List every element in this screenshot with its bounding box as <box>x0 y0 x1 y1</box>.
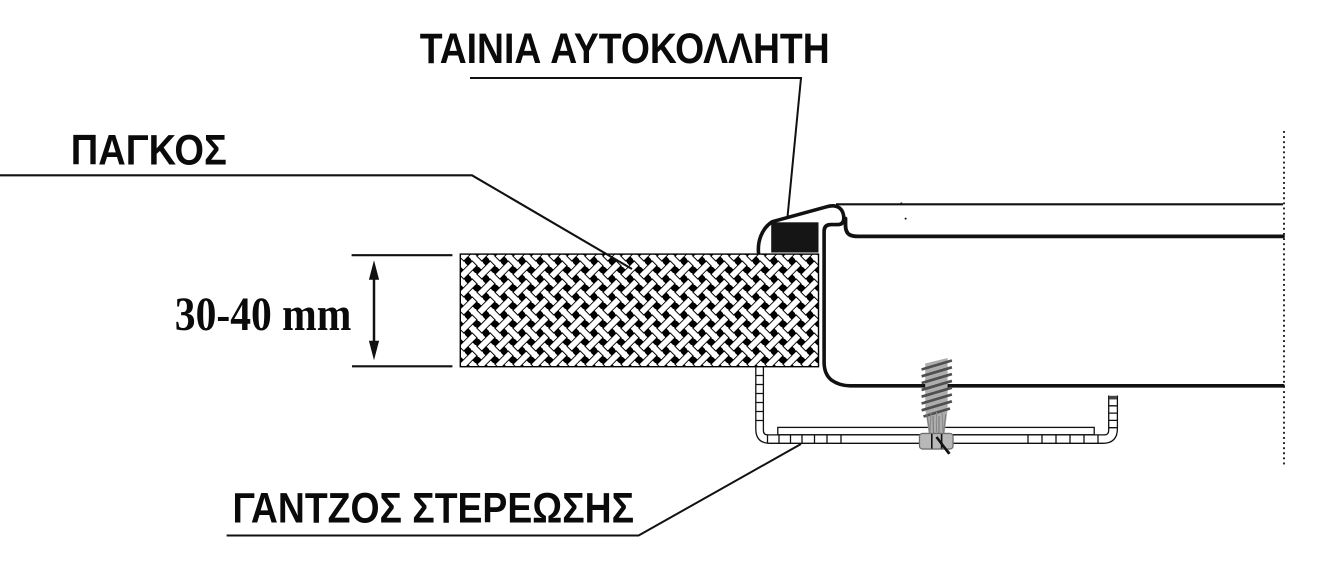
svg-text:ΓΑΝΤΖΟΣ ΣΤΕΡΕΩΣΗΣ: ΓΑΝΤΖΟΣ ΣΤΕΡΕΩΣΗΣ <box>233 484 635 532</box>
svg-text:ΤΑΙΝΙΑ ΑΥΤΟΚΟΛΛΗΤΗ: ΤΑΙΝΙΑ ΑΥΤΟΚΟΛΛΗΤΗ <box>420 25 830 73</box>
svg-text:30-40 mm: 30-40 mm <box>175 288 352 341</box>
svg-text:ΠΑΓΚΟΣ: ΠΑΓΚΟΣ <box>71 126 227 174</box>
